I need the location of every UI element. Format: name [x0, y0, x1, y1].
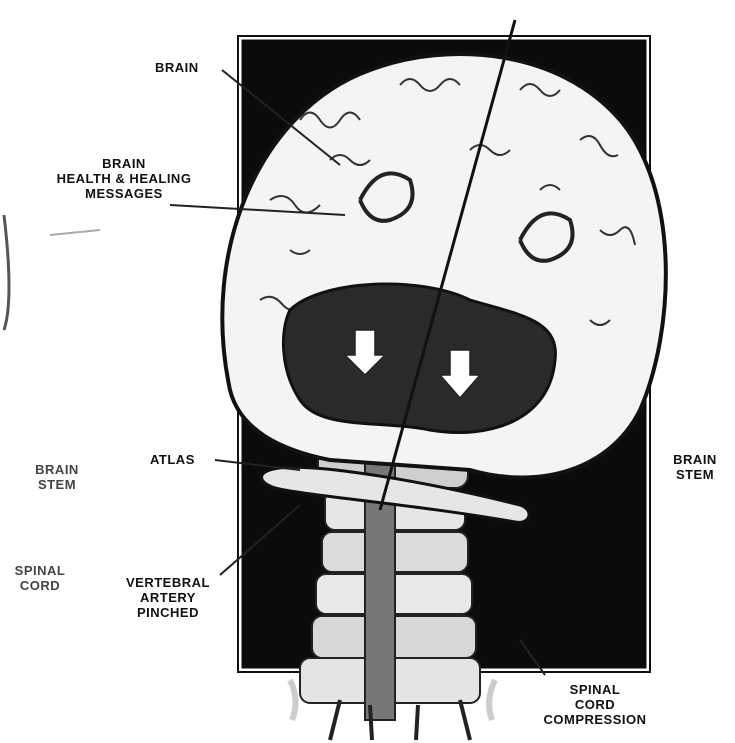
- label-brain-healing-messages: BRAIN HEALTH & HEALING MESSAGES: [14, 156, 234, 201]
- label-messages-line3: MESSAGES: [14, 186, 234, 201]
- label-spinal-cord: SPINAL CORD: [0, 563, 80, 593]
- label-brain-text: BRAIN: [155, 60, 199, 75]
- label-spinal-cord-compression: SPINAL CORD COMPRESSION: [515, 682, 675, 727]
- label-brain-stem-left-line2: STEM: [12, 477, 102, 492]
- label-compression-line3: COMPRESSION: [515, 712, 675, 727]
- label-vertebral-line2: ARTERY: [108, 590, 228, 605]
- label-compression-line2: CORD: [515, 697, 675, 712]
- label-spinal-cord-line1: SPINAL: [0, 563, 80, 578]
- label-spinal-cord-line2: CORD: [0, 578, 80, 593]
- label-messages-line1: BRAIN: [14, 156, 234, 171]
- left-figure-edge: [4, 215, 9, 330]
- label-brain: BRAIN: [155, 60, 199, 75]
- label-vertebral-artery: VERTEBRAL ARTERY PINCHED: [108, 575, 228, 620]
- label-compression-line1: SPINAL: [515, 682, 675, 697]
- label-brain-stem-right-line1: BRAIN: [660, 452, 730, 467]
- label-brain-stem-left-line1: BRAIN: [12, 462, 102, 477]
- label-atlas-text: ATLAS: [150, 452, 195, 467]
- label-atlas: ATLAS: [150, 452, 195, 467]
- label-brain-stem-right-line2: STEM: [660, 467, 730, 482]
- label-brain-stem-left: BRAIN STEM: [12, 462, 102, 492]
- label-vertebral-line1: VERTEBRAL: [108, 575, 228, 590]
- label-brain-stem-right: BRAIN STEM: [660, 452, 730, 482]
- label-messages-line2: HEALTH & HEALING: [14, 171, 234, 186]
- label-vertebral-line3: PINCHED: [108, 605, 228, 620]
